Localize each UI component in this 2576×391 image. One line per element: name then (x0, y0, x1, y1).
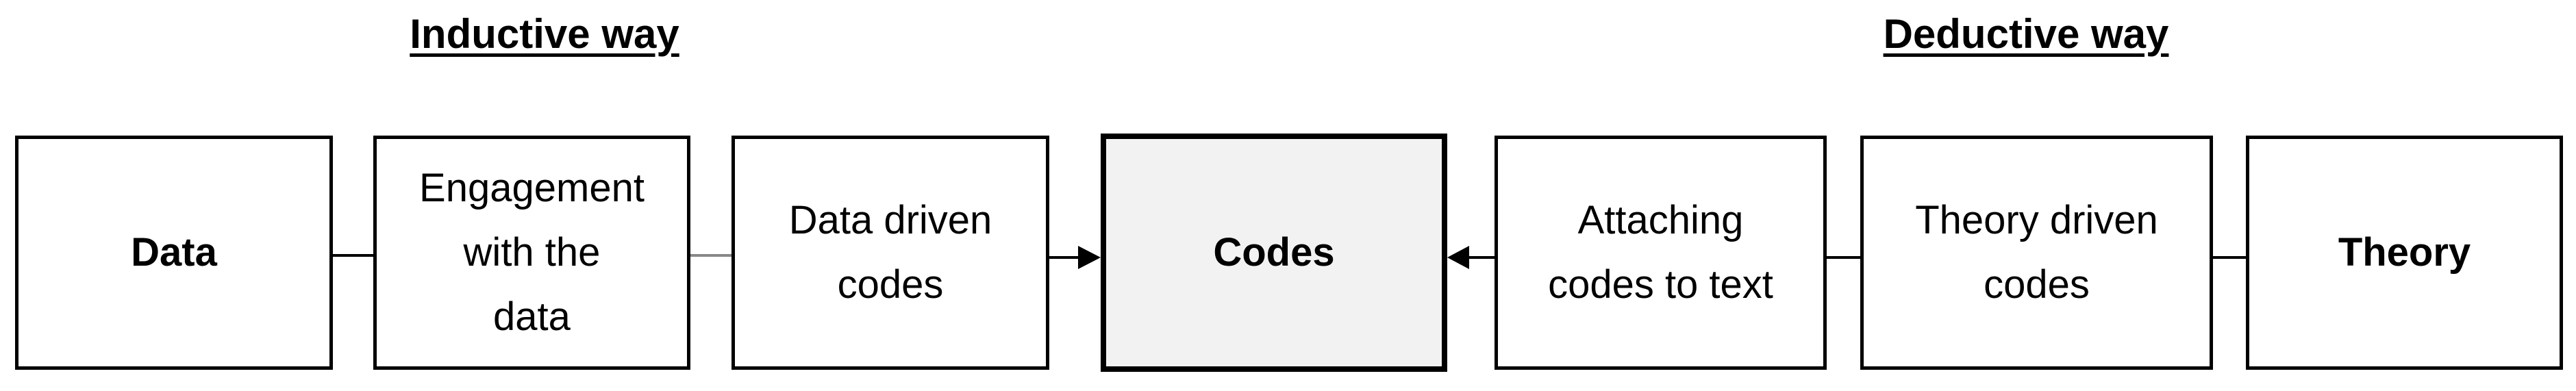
engagement-line-3: data (493, 294, 571, 339)
codes-box-label: Codes (1213, 230, 1335, 275)
attaching-codes-label: Attaching codes to text (1541, 188, 1780, 317)
theory-box: Theory (2246, 136, 2563, 370)
data-driven-codes-line-1: Data driven (788, 198, 992, 242)
engagement-box: Engagement with the data (373, 136, 690, 370)
arrowhead-right (1078, 246, 1101, 269)
attaching-codes-line-1: Attaching (1577, 198, 1744, 242)
attaching-codes-line-2: codes to text (1548, 262, 1773, 307)
data-driven-codes-label: Data driven codes (782, 188, 999, 317)
arrowhead-left (1447, 246, 1469, 269)
theory-box-label: Theory (2338, 230, 2471, 275)
engagement-box-label: Engagement with the data (412, 156, 651, 349)
codes-box: Codes (1101, 134, 1447, 372)
data-box: Data (15, 136, 333, 370)
data-box-label: Data (131, 230, 217, 275)
theory-driven-codes-label: Theory driven codes (1908, 188, 2165, 317)
inductive-way-heading: Inductive way (410, 11, 679, 57)
theory-driven-codes-line-1: Theory driven (1915, 198, 2158, 242)
deductive-way-heading: Deductive way (1883, 11, 2169, 57)
data-driven-codes-box: Data driven codes (731, 136, 1049, 370)
theory-driven-codes-box: Theory driven codes (1860, 136, 2213, 370)
engagement-line-2: with the (463, 230, 601, 275)
engagement-line-1: Engagement (419, 166, 645, 210)
theory-driven-codes-line-2: codes (1984, 262, 2090, 307)
data-driven-codes-line-2: codes (837, 262, 944, 307)
attaching-codes-box: Attaching codes to text (1495, 136, 1827, 370)
